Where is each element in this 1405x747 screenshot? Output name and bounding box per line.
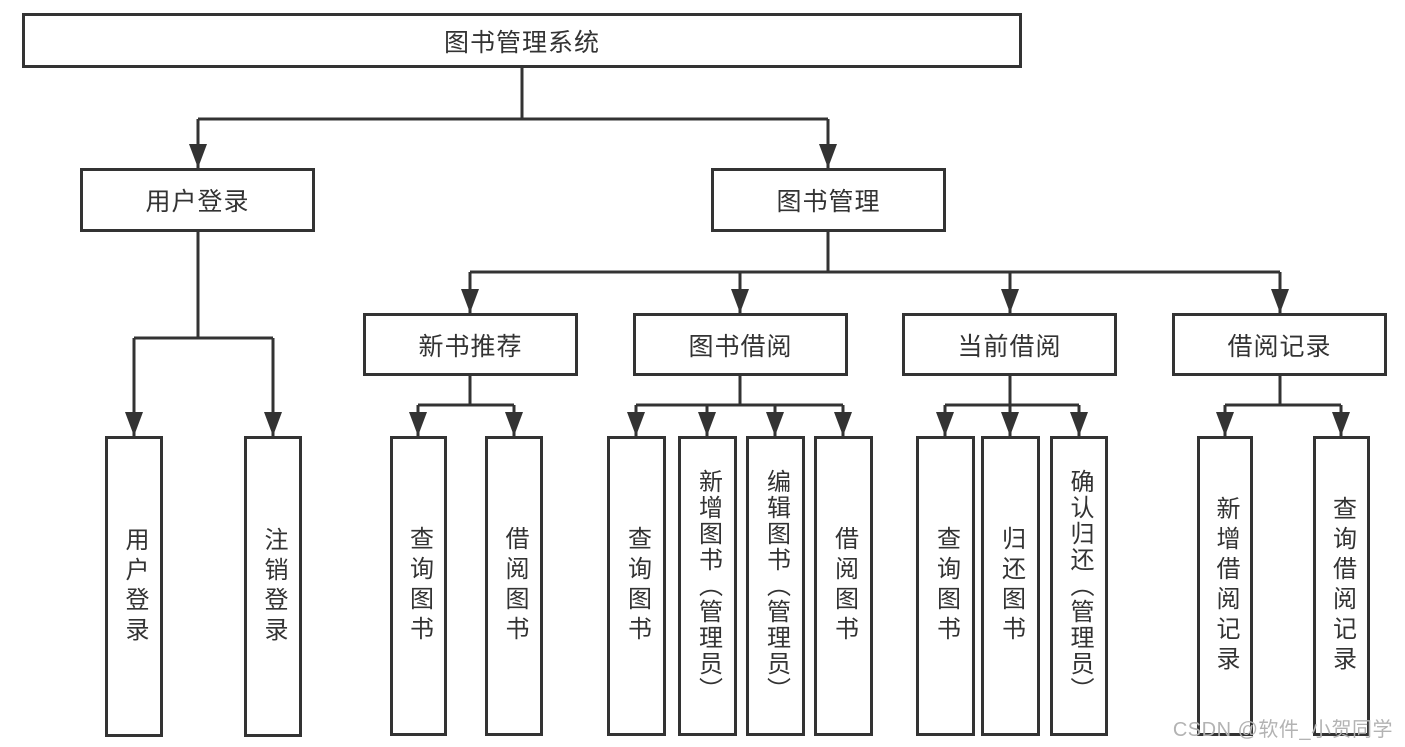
node-borrow-records: 借阅记录	[1172, 313, 1387, 376]
node-user-login: 用户登录	[80, 168, 315, 232]
node-label: 图书管理	[776, 188, 881, 216]
leaf-label: 编辑图书（管理员）	[762, 469, 790, 703]
node-book-management: 图书管理	[711, 168, 946, 232]
leaf-borrow-books-2: 借阅图书	[814, 436, 873, 736]
leaf-user-login: 用户登录	[105, 436, 163, 737]
leaf-logout: 注销登录	[244, 436, 302, 737]
leaf-label: 确认归还（管理员）	[1066, 469, 1093, 703]
leaf-label: 借阅图书	[501, 526, 528, 646]
node-label: 借阅记录	[1227, 332, 1332, 361]
node-label: 图书管理系统	[443, 28, 600, 57]
connector-user-login-children	[125, 232, 282, 436]
leaf-confirm-return-admin: 确认归还（管理员）	[1050, 436, 1108, 736]
leaf-label: 查询图书	[932, 526, 960, 646]
leaf-query-books-3: 查询图书	[916, 436, 975, 736]
leaf-label: 查询图书	[623, 526, 651, 646]
connector-book-borrow-children	[627, 376, 852, 436]
leaf-add-borrow-record: 新增借阅记录	[1197, 436, 1253, 736]
leaf-label: 新增借阅记录	[1212, 496, 1239, 676]
leaf-label: 借阅图书	[830, 526, 858, 646]
leaf-edit-books-admin: 编辑图书（管理员）	[746, 436, 805, 736]
connector-root-to-level2	[189, 68, 837, 168]
leaf-add-books-admin: 新增图书（管理员）	[678, 436, 737, 736]
node-label: 新书推荐	[418, 332, 523, 361]
connector-borrow-records-children	[1216, 376, 1350, 436]
node-label: 当前借阅	[957, 332, 1062, 361]
node-label: 图书借阅	[688, 332, 793, 361]
connector-book-management-children	[461, 232, 1289, 313]
leaf-query-books-2: 查询图书	[607, 436, 666, 736]
leaf-label: 查询图书	[405, 526, 433, 646]
leaf-label: 归还图书	[997, 526, 1025, 646]
node-current-borrow: 当前借阅	[902, 313, 1117, 376]
leaf-label: 用户登录	[121, 526, 148, 647]
connector-current-borrow-children	[936, 376, 1088, 436]
leaf-label: 查询借阅记录	[1328, 496, 1356, 676]
leaf-label: 注销登录	[260, 526, 287, 647]
connector-new-books-children	[409, 376, 523, 436]
node-new-book-recommend: 新书推荐	[363, 313, 578, 376]
csdn-watermark: CSDN @软件_小贺同学	[1172, 719, 1393, 741]
leaf-query-books-1: 查询图书	[390, 436, 447, 736]
leaf-label: 新增图书（管理员）	[694, 469, 722, 703]
node-label: 用户登录	[145, 188, 250, 216]
node-library-management-system: 图书管理系统	[22, 13, 1022, 68]
leaf-return-books: 归还图书	[981, 436, 1040, 736]
leaf-query-borrow-record: 查询借阅记录	[1313, 436, 1370, 736]
node-book-borrow: 图书借阅	[633, 313, 848, 376]
leaf-borrow-books-1: 借阅图书	[485, 436, 543, 736]
